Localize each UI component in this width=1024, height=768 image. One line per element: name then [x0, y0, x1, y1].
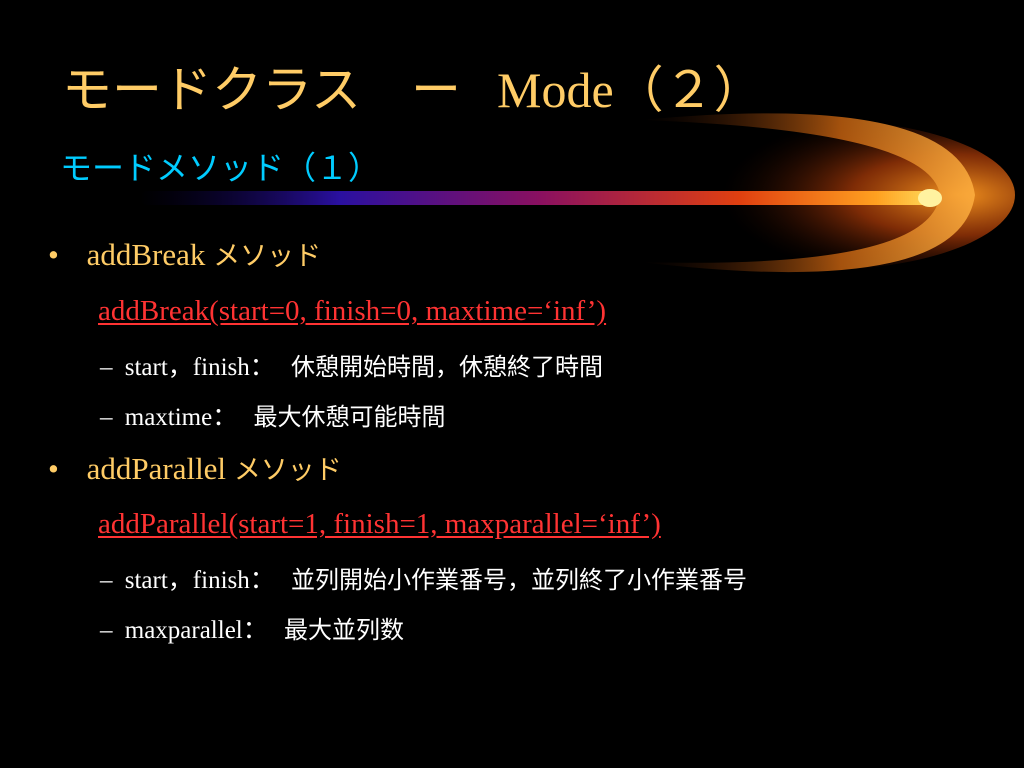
- dash-icon: –: [100, 567, 113, 594]
- param-desc: 最大休憩可能時間: [253, 403, 446, 431]
- bullet-icon: •: [48, 237, 59, 272]
- method-suffix: メソッド: [213, 241, 322, 272]
- dash-icon: –: [100, 354, 113, 381]
- method-signature-addparallel: addParallel(start=1, finish=1, maxparall…: [98, 508, 661, 540]
- title-japanese: モードクラス ー: [62, 61, 461, 119]
- param-desc: 最大並列数: [284, 616, 404, 644]
- param-item: – maxparallel： 最大並列数: [100, 610, 404, 646]
- param-key: start，finish：: [124, 567, 275, 594]
- slide-subtitle: モードメソッド（１）: [60, 149, 381, 187]
- method-name: addBreak: [86, 237, 206, 272]
- bullet-item-addbreak: • addBreak メソッド: [48, 234, 321, 273]
- bullet-item-addparallel: • addParallel メソッド: [48, 448, 342, 487]
- param-key: maxtime：: [124, 404, 238, 431]
- bullet-icon: •: [48, 451, 59, 486]
- title-number: （２）: [613, 61, 764, 119]
- param-desc: 並列開始小作業番号，並列終了小作業番号: [291, 566, 747, 594]
- param-desc: 休憩開始時間，休憩終了時間: [291, 353, 603, 381]
- dash-icon: –: [100, 617, 113, 644]
- param-key: maxparallel：: [124, 617, 268, 644]
- slide-title: モードクラス ー Mode（２）: [62, 60, 764, 120]
- method-suffix: メソッド: [233, 455, 342, 486]
- dash-icon: –: [100, 404, 113, 431]
- method-name: addParallel: [86, 451, 227, 486]
- param-item: – start，finish： 並列開始小作業番号，並列終了小作業番号: [100, 560, 747, 596]
- method-signature-addbreak: addBreak(start=0, finish=0, maxtime=‘inf…: [98, 295, 607, 327]
- title-latin: Mode: [497, 62, 614, 118]
- param-item: – maxtime： 最大休憩可能時間: [100, 397, 445, 433]
- param-key: start，finish：: [124, 354, 275, 381]
- param-item: – start，finish： 休憩開始時間，休憩終了時間: [100, 347, 603, 383]
